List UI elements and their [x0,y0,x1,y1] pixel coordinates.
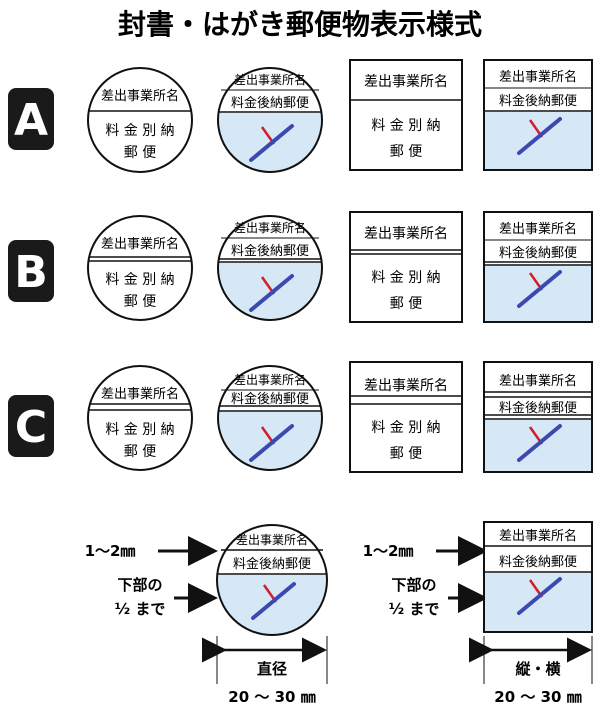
pen-mark-icon [249,124,294,162]
pen-mark-icon [517,270,562,308]
size-range-label: 20 ～ 30 ㎜ [494,688,581,706]
sender-label: 差出事業所名 [499,221,577,237]
square-stamp-after: 差出事業所名 料金後納郵便 [483,361,593,473]
sender-label: 差出事業所名 [234,220,306,235]
separate-line1: 料 金 別 納 [371,118,440,134]
sender-label: 差出事業所名 [236,532,308,547]
sender-label: 差出事業所名 [234,372,306,387]
pen-mark-icon [517,117,562,155]
separate-line1: 料 金 別 納 [371,270,440,286]
separate-line2: 郵 便 [390,144,422,160]
separate-line2: 郵 便 [124,294,156,310]
separate-line2: 郵 便 [390,296,422,312]
row-badge [8,88,54,150]
after-payment-label: 料金後納郵便 [499,245,577,261]
line-width-label: 1～2㎜ [363,542,414,560]
sender-label: 差出事業所名 [364,74,448,90]
pen-mark-icon [251,582,296,620]
sender-label: 差出事業所名 [101,88,179,104]
lower-part-line1: 下部の [117,576,162,594]
row-a: A 差出事業所名 料 金 別 納 郵 便 差出事業所名 料金後納郵便 [8,59,593,173]
separate-line1: 料 金 別 納 [105,123,174,139]
row-badge [8,395,54,457]
sender-label: 差出事業所名 [499,528,577,544]
after-payment-label: 料金後納郵便 [499,554,577,570]
square-stamp-after: 差出事業所名 料金後納郵便 [483,211,593,323]
lower-part-line2: ½ まで [115,600,166,618]
pen-mark-icon [517,577,562,615]
separate-line2: 郵 便 [124,444,156,460]
separate-line1: 料 金 別 納 [105,422,174,438]
sender-label: 差出事業所名 [499,373,577,389]
circle-stamp-after: 差出事業所名 料金後納郵便 [217,215,323,321]
sender-label: 差出事業所名 [364,226,448,242]
circle-stamp-separate: 差出事業所名 料 金 別 納 郵 便 [87,365,193,471]
pen-mark-icon [517,424,562,462]
after-payment-label: 料金後納郵便 [499,400,577,416]
sender-label: 差出事業所名 [364,378,448,394]
sender-label: 差出事業所名 [101,236,179,252]
row-c: C 差出事業所名 料 金 別 納 郵 便 差出事業所名 料金後納郵便 [8,361,593,473]
lower-part-line1: 下部の [391,576,436,594]
diameter-label: 直径 [257,660,287,678]
row-label: B [14,247,48,298]
square-stamp-separate: 差出事業所名 料 金 別 納 郵 便 [349,59,463,171]
square-stamp-separate: 差出事業所名 料 金 別 納 郵 便 [349,211,463,323]
page-title: 封書・はがき郵便物表示様式 [118,8,482,41]
size-range-label: 20 ～ 30 ㎜ [228,688,315,706]
circle-stamp-separate: 差出事業所名 料 金 別 納 郵 便 [87,67,193,173]
after-payment-label: 料金後納郵便 [499,93,577,109]
circle-stamp-after: 差出事業所名 料金後納郵便 [217,365,323,471]
row-badge [8,240,54,302]
sender-label: 差出事業所名 [234,72,306,87]
square-stamp-after: 差出事業所名 料金後納郵便 [483,59,593,171]
circle-stamp-after: 差出事業所名 料金後納郵便 [217,67,323,173]
separate-line1: 料 金 別 納 [105,272,174,288]
separate-line2: 郵 便 [390,446,422,462]
after-payment-label: 料金後納郵便 [231,243,309,259]
separate-line1: 料 金 別 納 [371,420,440,436]
sender-label: 差出事業所名 [499,69,577,85]
after-payment-label: 料金後納郵便 [231,95,309,111]
dimension-square: 1～2㎜ 下部の ½ まで 差出事業所名 料金後納郵便 縦・横 20 ～ 30 … [363,521,593,706]
row-label: C [15,402,47,453]
line-width-label: 1～2㎜ [85,542,136,560]
dimension-circle: 1～2㎜ 下部の ½ まで 差出事業所名 料金後納郵便 直径 20 ～ 30 ㎜ [85,524,328,706]
row-label: A [14,95,48,146]
row-b: B 差出事業所名 料 金 別 納 郵 便 差出事業所名 料金後納郵便 [8,211,593,323]
pen-mark-icon [249,274,294,312]
after-payment-label: 料金後納郵便 [231,391,309,407]
width-height-label: 縦・横 [515,660,561,678]
sender-label: 差出事業所名 [101,386,179,402]
circle-stamp-separate: 差出事業所名 料 金 別 納 郵 便 [87,215,193,321]
separate-line2: 郵 便 [124,145,156,161]
lower-part-line2: ½ まで [389,600,440,618]
pen-mark-icon [249,424,294,462]
square-stamp-separate: 差出事業所名 料 金 別 納 郵 便 [349,361,463,473]
after-payment-label: 料金後納郵便 [233,556,311,572]
